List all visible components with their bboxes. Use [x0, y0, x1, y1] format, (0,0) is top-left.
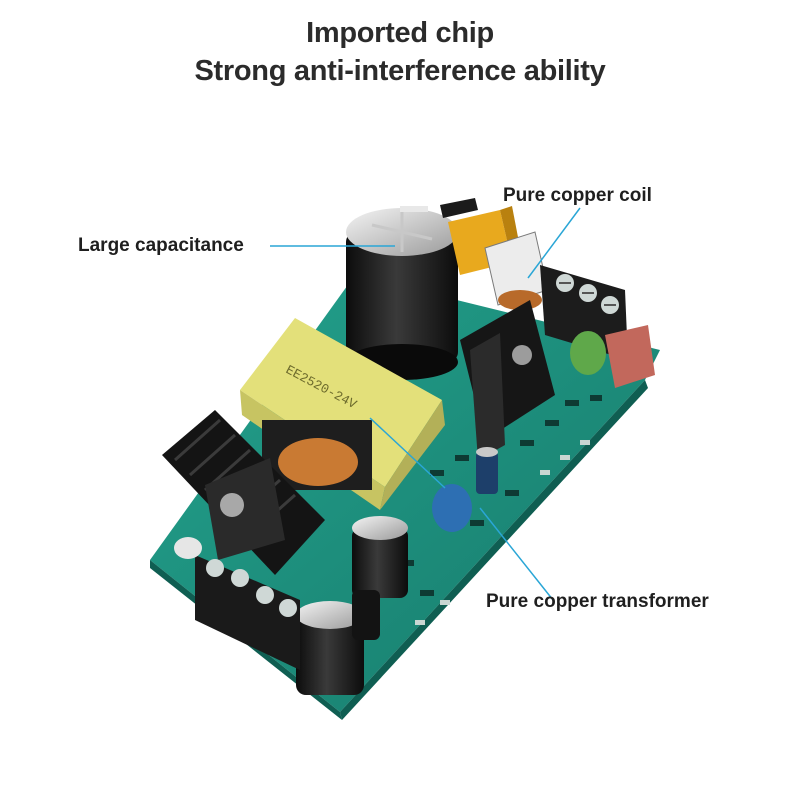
headline-line-2: Strong anti-interference ability: [194, 55, 606, 87]
mosfet-heatsink-right: [460, 300, 555, 460]
transformer: EE2520-24V: [240, 318, 445, 510]
blue-y-capacitor: [432, 484, 472, 532]
callout-pure-copper-transformer: Pure copper transformer: [486, 591, 709, 612]
headline: Imported chip Strong anti-interference a…: [0, 14, 800, 90]
led: [174, 537, 202, 559]
callout-large-capacitance: Large capacitance: [78, 235, 244, 256]
fuse-and-varistor: [570, 325, 655, 388]
leader-lines: [270, 207, 581, 601]
output-capacitors: [296, 516, 408, 695]
callout-pure-copper-coil: Pure copper coil: [503, 185, 652, 206]
output-terminal-block: [195, 555, 300, 670]
headline-line-1: Imported chip: [306, 17, 494, 49]
large-capacitor: [346, 206, 458, 380]
small-capacitor-blue: [476, 447, 498, 494]
mosfet-heatsink-left: [162, 410, 325, 575]
